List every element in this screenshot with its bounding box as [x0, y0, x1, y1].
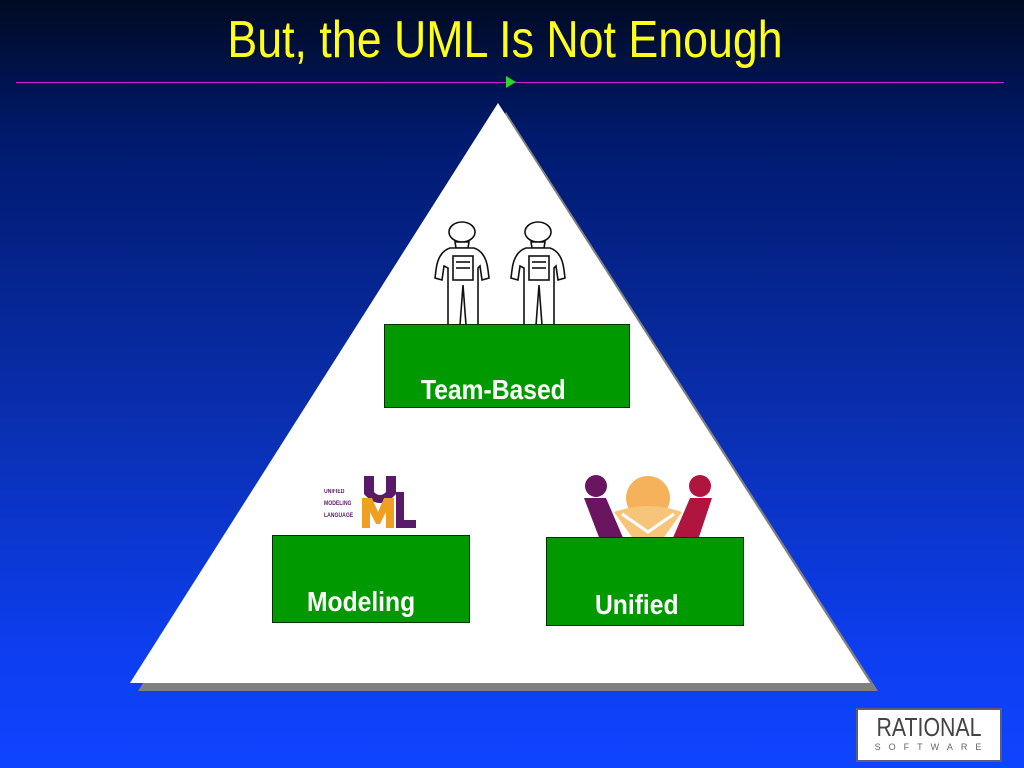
developer-figure-left: [434, 221, 490, 326]
uml-letter-m-icon: [362, 498, 394, 528]
play-arrow-icon: [506, 76, 516, 88]
uml-letter-l-icon: [396, 492, 416, 528]
rational-software-logo: RATIONAL SOFTWARE: [856, 708, 1002, 762]
team-based-development-label: Team-Based Development: [421, 374, 576, 445]
slide-title: But, the UML Is Not Enough: [227, 11, 783, 69]
team-based-development-box: Team-Based Development: [384, 324, 630, 445]
developer-figure-right: [510, 221, 566, 326]
team-people-icon: [584, 475, 712, 540]
rational-logo-tagline: SOFTWARE: [874, 742, 990, 752]
modeling-language-label: Modeling Language: [307, 586, 424, 657]
uml-letter-u-icon: [364, 476, 396, 503]
uml-logo-words: UNIFIED MODELING LANGUAGE: [324, 489, 354, 519]
uml-logo: UNIFIED MODELING LANGUAGE: [324, 470, 420, 532]
modeling-language-box: Modeling Language: [272, 535, 470, 657]
rational-logo-wordmark: RATIONAL: [876, 712, 982, 742]
unified-process-box: Unified Process: [546, 537, 744, 660]
unified-process-label: Unified Process: [595, 589, 691, 660]
two-developers-icon: [434, 221, 566, 326]
